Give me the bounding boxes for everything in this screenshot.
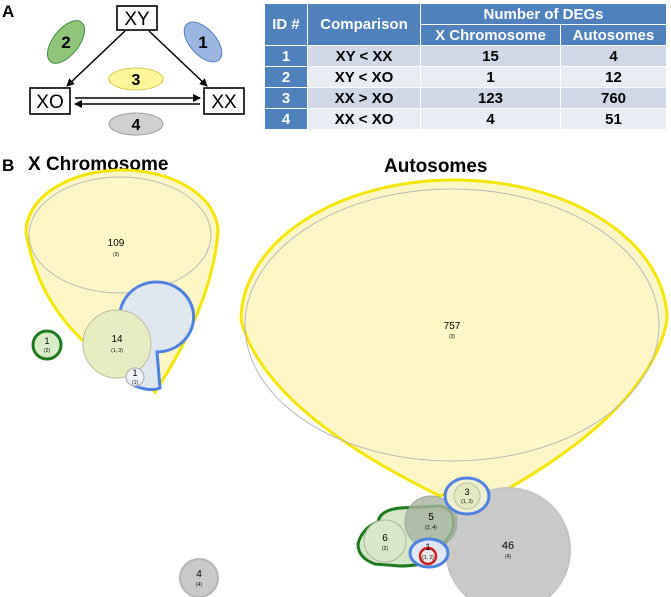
auto-region-count: 46 [502,540,514,552]
row-autosome-count: 12 [560,66,667,88]
auto-overlap-1-2-circle [418,546,438,566]
auto-region-ids: (2, 4) [425,525,437,531]
x-comparison-2-circle [31,329,63,361]
auto-comparison-2-only-circle [363,519,407,563]
oval-2 [47,20,85,64]
x-region-count: 109 [108,238,125,249]
node-xo-box [29,87,71,115]
auto-region-ids: (1, 2) [422,555,434,561]
oval-4-label: 4 [132,117,141,134]
auto-comparison-3-inner-circle [244,188,660,462]
x-comparison-4-circle [179,558,219,597]
x-chromosome-venn: 109 (3) 14 (1, 3) 1 (1) 1 (2) 4 (4) [24,168,220,597]
auto-region-count: 1 [425,542,430,552]
auto-region-ids: (1, 3) [461,499,473,505]
comparison-schematic: XY XO XX 1 2 3 4 [29,5,245,136]
deg-table: ID # Comparison Number of DEGs X Chromos… [264,3,667,130]
row-id: 1 [264,45,308,67]
table-row: 4 XX < XO 4 51 [264,108,667,130]
oval-3-label: 3 [132,72,141,89]
x-overlap-1-3-circle [82,309,152,379]
row-x-count: 1 [420,66,561,88]
arrow-xy-to-xo [66,30,126,87]
auto-region-count: 6 [382,533,388,544]
x-region-ids: (2) [44,348,50,354]
auto-region-ids: (4) [505,554,511,560]
oval-1 [183,21,223,63]
x-region-count: 1 [44,336,49,346]
row-id: 4 [264,108,308,130]
row-comparison: XX < XO [307,108,421,130]
arrow-xy-to-xx [148,30,208,87]
auto-region-count: 3 [464,487,469,497]
panel-b-letter: B [2,156,15,175]
header-number-of-degs: Number of DEGs [420,3,667,25]
row-autosome-count: 51 [560,108,667,130]
x-region-count: 14 [111,334,123,345]
node-xx-box [203,87,245,115]
row-autosome-count: 760 [560,87,667,109]
node-xo-label: XO [36,92,63,113]
x-region-ids: (1) [132,380,138,386]
row-id: 2 [264,66,308,88]
x-region-ids: (3) [113,252,119,258]
table-row: 3 XX > XO 123 760 [264,87,667,109]
oval-3 [108,67,164,91]
node-xy-box [116,5,158,31]
auto-overlap-1-3-circle [453,482,481,510]
row-comparison: XY < XO [307,66,421,88]
auto-region-ids: (2) [382,546,388,552]
panel-a-letter: A [2,2,15,21]
row-x-count: 15 [420,45,561,67]
table-row: 2 XY < XO 1 12 [264,66,667,88]
row-comparison: XX > XO [307,87,421,109]
node-xy-label: XY [124,9,150,30]
autosomes-venn: 757 (3) 3 (1, 3) 5 (2, 4) 6 (2) 1 (1, 2)… [239,178,669,597]
auto-comparison-3-region [239,178,669,498]
x-region-count: 4 [196,569,202,580]
row-comparison: XY < XX [307,45,421,67]
x-comparison-1-only-circle [125,367,145,387]
row-id: 3 [264,87,308,109]
header-comparison: Comparison [307,3,421,46]
auto-region-ids: (3) [449,334,455,340]
node-xx-label: XX [211,92,237,113]
auto-region-count: 5 [428,512,434,523]
header-autosomes: Autosomes [560,24,667,46]
auto-region-count: 757 [444,321,461,332]
autosomes-title: Autosomes [384,156,488,177]
x-region-ids: (4) [196,582,202,588]
table-row: 1 XY < XX 15 4 [264,45,667,67]
x-region-count: 1 [132,368,137,378]
oval-4 [108,112,164,136]
x-region-ids: (1, 3) [111,348,123,354]
oval-1-label: 1 [198,33,207,52]
row-x-count: 4 [420,108,561,130]
oval-2-label: 2 [61,33,70,52]
x-comparison-3-inner-circle [28,176,212,294]
